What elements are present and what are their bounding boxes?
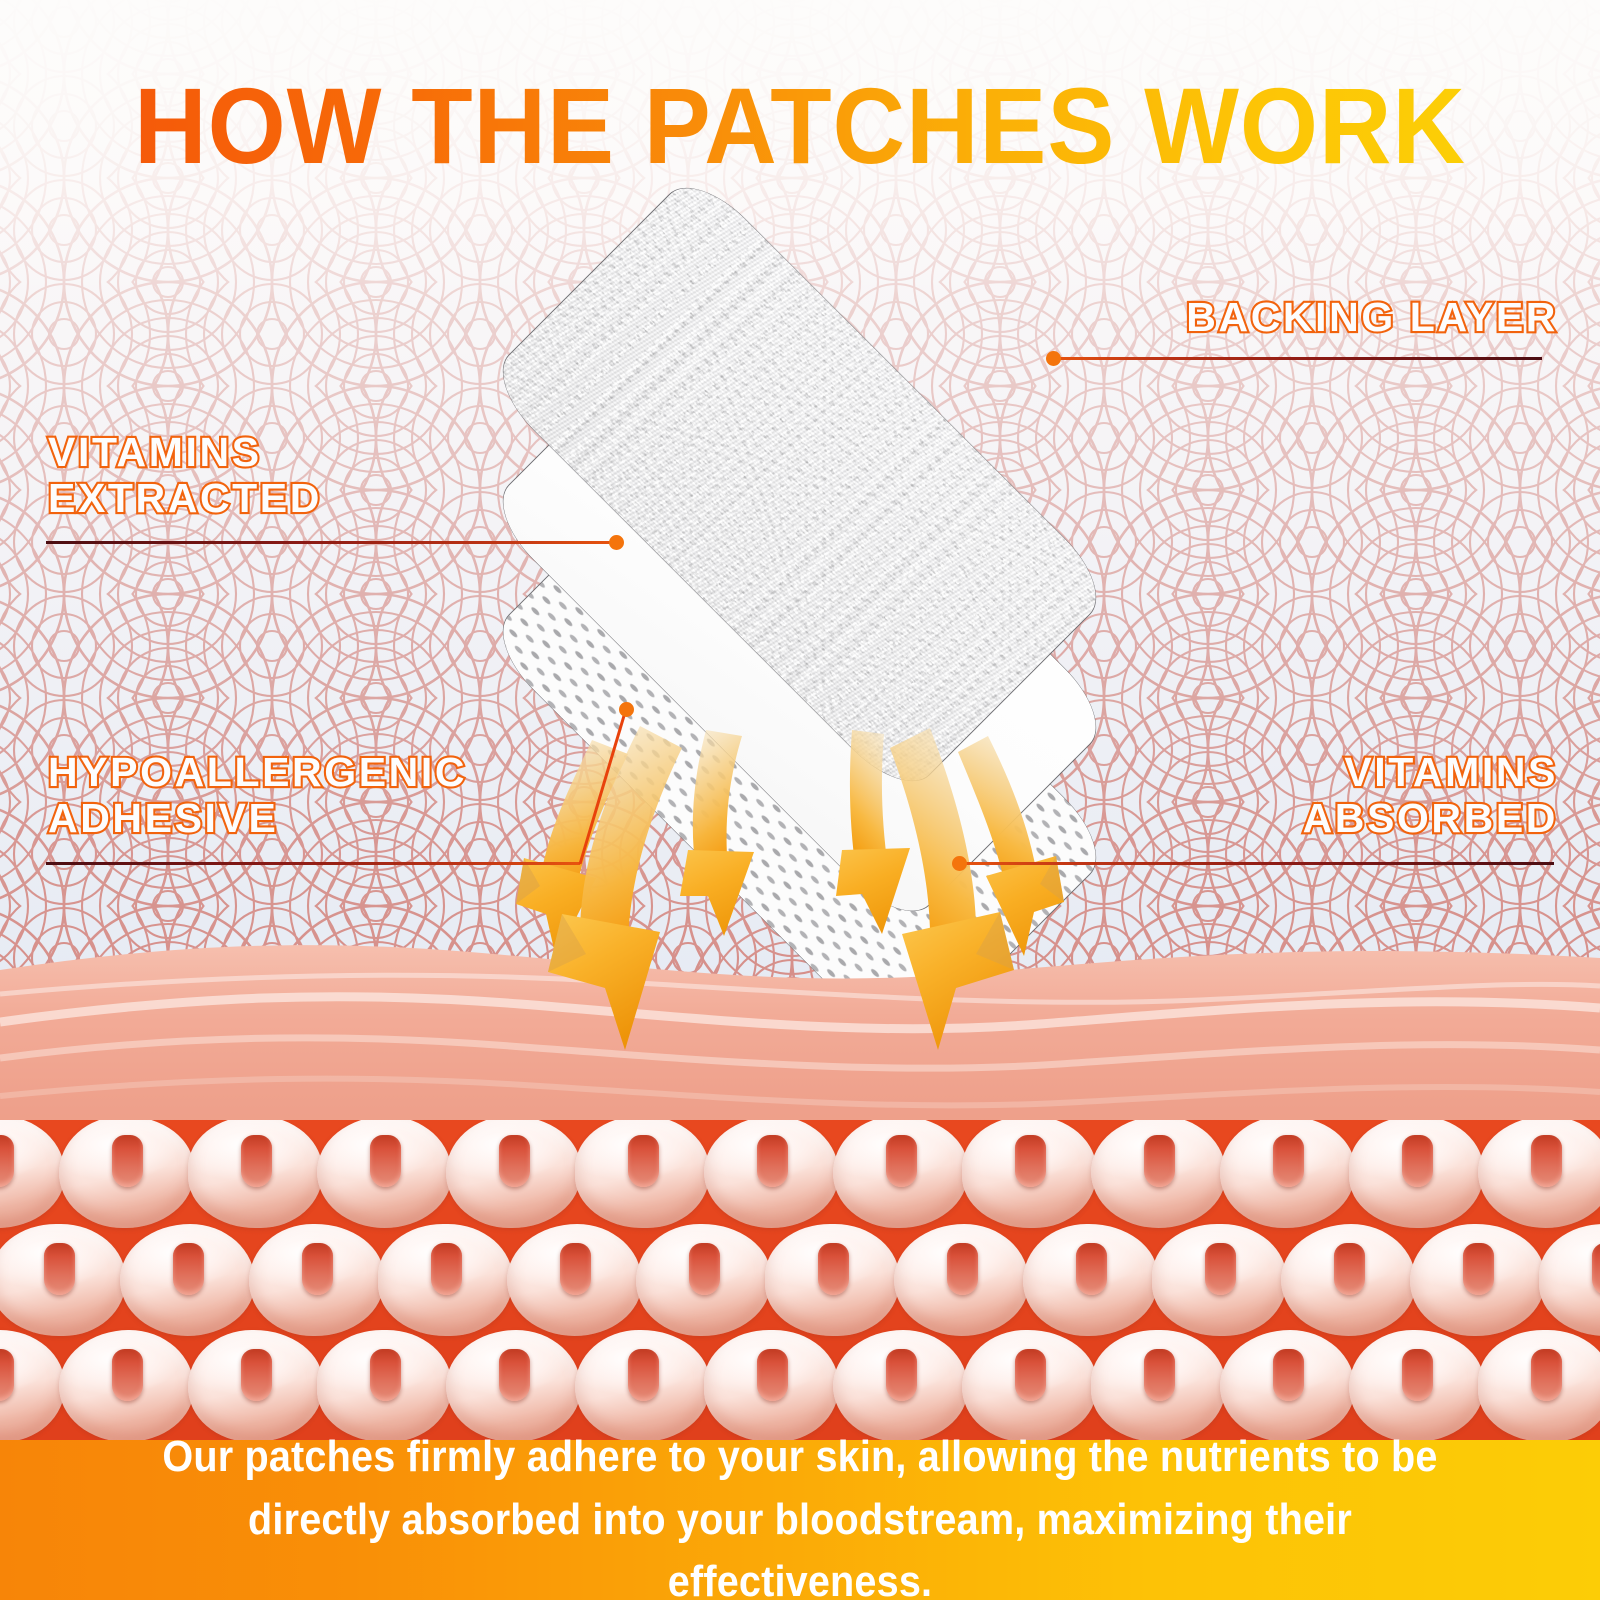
label-vitamins-extracted: VITAMINS EXTRACTED — [46, 427, 322, 523]
label-backing-layer: BACKING LAYER — [1184, 292, 1558, 342]
leader-dot-film — [609, 535, 624, 550]
skin-cell — [120, 1224, 255, 1336]
skin-cell — [59, 1120, 194, 1228]
skin-cell — [575, 1120, 710, 1228]
skin-cell — [378, 1224, 513, 1336]
skin-cell — [833, 1120, 968, 1228]
skin-cell — [0, 1120, 65, 1228]
skin-cell — [1410, 1224, 1545, 1336]
skin-cell — [894, 1224, 1029, 1336]
cell-row — [0, 1330, 1600, 1440]
skin-cell — [765, 1224, 900, 1336]
label-adhesive-line2: ADHESIVE — [46, 793, 279, 843]
arrow-4 — [836, 730, 910, 934]
skin-cell — [446, 1330, 581, 1440]
skin-cell — [249, 1224, 384, 1336]
leader-line-adhesive-horizontal — [46, 862, 580, 865]
skin-cell — [0, 1224, 126, 1336]
skin-cell — [188, 1120, 323, 1228]
skin-cell — [1220, 1330, 1355, 1440]
label-film-line1: VITAMINS — [46, 427, 262, 477]
label-absorbed-line1: VITAMINS — [1342, 747, 1558, 797]
footer-banner: Our patches firmly adhere to your skin, … — [0, 1432, 1600, 1600]
page-title: HOW THE PATCHES WORK — [56, 72, 1544, 180]
label-backing-line1: BACKING LAYER — [1184, 292, 1558, 342]
arrow-3 — [680, 730, 754, 936]
skin-cell — [1478, 1120, 1600, 1228]
skin-cell — [188, 1330, 323, 1440]
footer-caption: Our patches firmly adhere to your skin, … — [162, 1432, 1438, 1600]
label-adhesive-line1: HYPOALLERGENIC — [46, 747, 468, 797]
skin-cell — [1220, 1120, 1355, 1228]
leader-line-backing — [1052, 357, 1542, 360]
skin-cell — [1539, 1224, 1600, 1336]
skin-cell — [1091, 1330, 1226, 1440]
skin-cell — [636, 1224, 771, 1336]
skin-cell — [0, 1330, 65, 1440]
leader-dot-backing — [1046, 351, 1061, 366]
cell-row — [0, 1224, 1600, 1344]
dermis-cell-bed — [0, 1120, 1600, 1440]
leader-dot-adhesive — [619, 702, 634, 717]
skin-cell — [962, 1330, 1097, 1440]
leader-dot-absorbed — [952, 856, 967, 871]
label-absorbed-line2: ABSORBED — [1300, 793, 1558, 843]
skin-cell — [507, 1224, 642, 1336]
leader-line-absorbed — [958, 862, 1554, 865]
skin-cell — [575, 1330, 710, 1440]
skin-cell — [1091, 1120, 1226, 1228]
skin-cell — [833, 1330, 968, 1440]
label-film-line2: EXTRACTED — [46, 473, 322, 523]
skin-cell — [1152, 1224, 1287, 1336]
skin-cell — [59, 1330, 194, 1440]
skin-cell — [1023, 1224, 1158, 1336]
skin-cell — [1349, 1330, 1484, 1440]
label-vitamins-absorbed: VITAMINS ABSORBED — [1300, 747, 1558, 843]
arrow-6 — [958, 736, 1064, 956]
cell-row — [0, 1120, 1600, 1236]
skin-cell — [1478, 1330, 1600, 1440]
arrow-2 — [548, 726, 682, 1050]
skin-cell — [962, 1120, 1097, 1228]
skin-cell — [446, 1120, 581, 1228]
leader-line-film — [46, 541, 616, 544]
leader-line-adhesive-diagonal — [578, 708, 628, 865]
skin-cell — [704, 1330, 839, 1440]
skin-cell — [317, 1330, 452, 1440]
label-hypoallergenic-adhesive: HYPOALLERGENIC ADHESIVE — [46, 747, 468, 843]
skin-cross-section — [0, 930, 1600, 1440]
skin-cell — [1349, 1120, 1484, 1228]
arrow-5 — [890, 728, 1014, 1050]
skin-cell — [704, 1120, 839, 1228]
skin-cell — [1281, 1224, 1416, 1336]
skin-cell — [317, 1120, 452, 1228]
